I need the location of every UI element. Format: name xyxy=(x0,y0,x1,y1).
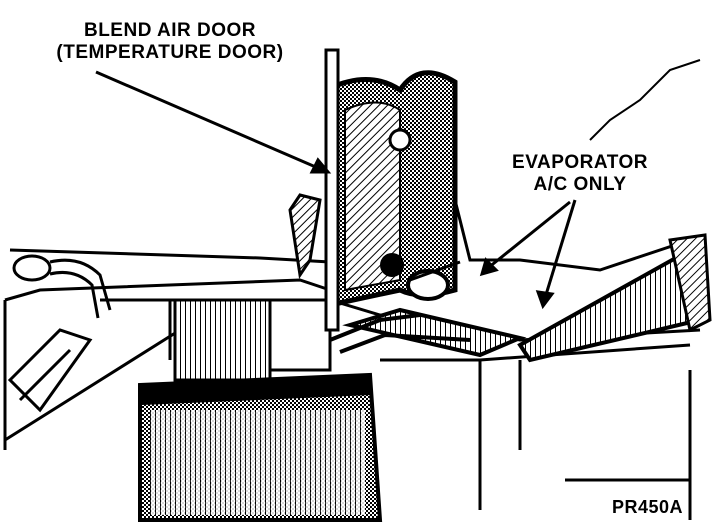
figure-id-label: PR450A xyxy=(612,497,684,517)
door-pivot-roller xyxy=(406,260,461,301)
blend-air-door xyxy=(324,48,458,332)
background-sketch-line xyxy=(589,59,701,141)
evaporator xyxy=(342,233,712,363)
evaporator-callout: EVAPORATOR A/C ONLY xyxy=(495,152,665,196)
blend-air-door-callout: BLEND AIR DOOR (TEMPERATURE DOOR) xyxy=(40,20,300,64)
blend-air-door-label: BLEND AIR DOOR xyxy=(83,20,257,41)
refrigerant-tubes xyxy=(329,313,471,354)
center-housing-block xyxy=(268,298,332,372)
evaporator-label: EVAPORATOR xyxy=(512,152,648,173)
center-ribbed-block xyxy=(173,298,272,382)
leader-lines xyxy=(95,70,577,310)
lower-housing xyxy=(380,343,692,520)
temperature-door-label: (TEMPERATURE DOOR) xyxy=(56,42,284,63)
door-linkage xyxy=(288,193,322,280)
ac-only-label: A/C ONLY xyxy=(533,174,627,195)
heater-core xyxy=(138,372,383,522)
